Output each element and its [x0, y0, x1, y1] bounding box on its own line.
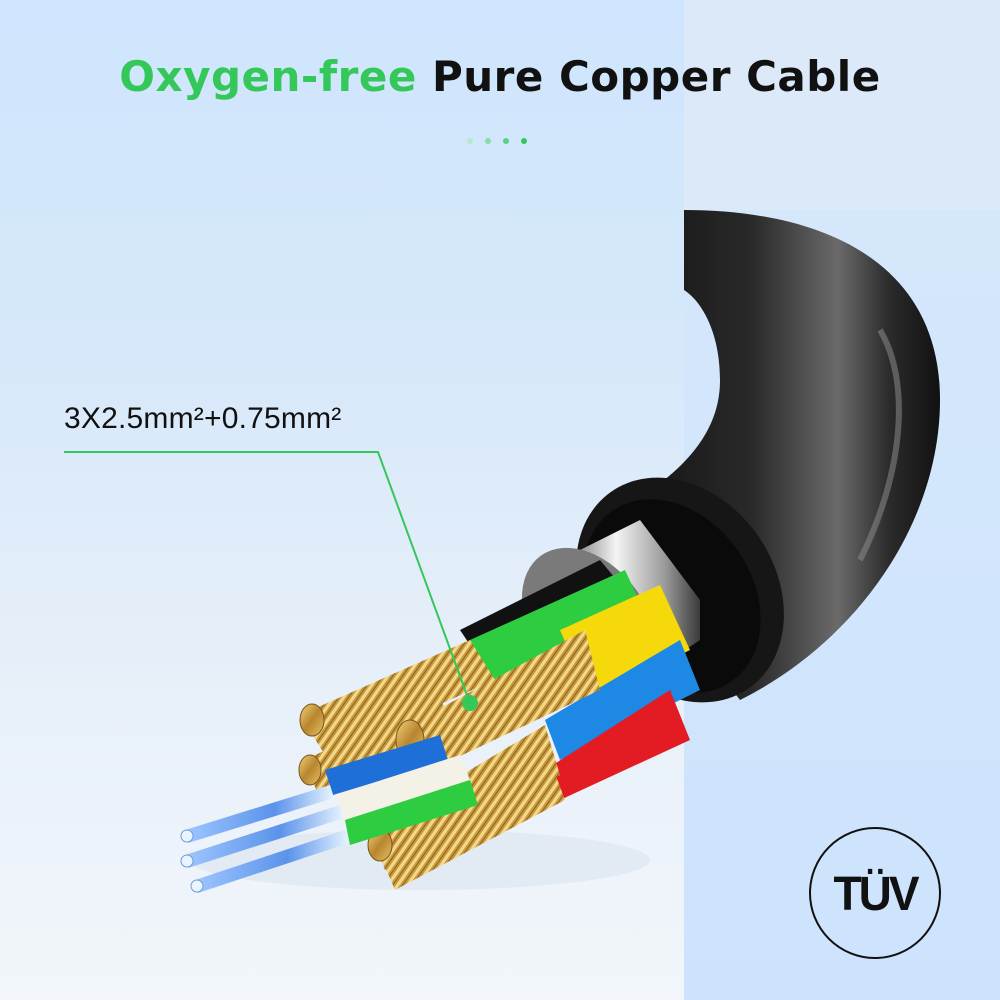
- pager-dot: [485, 138, 491, 144]
- pager-dots: [467, 138, 527, 144]
- spec-label: 3X2.5mm²+0.75mm²: [64, 402, 342, 435]
- pager-dot: [467, 138, 473, 144]
- pager-dot: [521, 138, 527, 144]
- headline: Oxygen-free Pure Copper Cable: [0, 52, 1000, 101]
- headline-rest: Pure Copper Cable: [431, 52, 881, 101]
- tuv-certification-badge: TÜV: [809, 827, 941, 959]
- background-right-top: [684, 0, 1000, 210]
- headline-highlight: Oxygen-free: [119, 52, 417, 101]
- pager-dot: [503, 138, 509, 144]
- tuv-mark: TÜV: [833, 865, 920, 921]
